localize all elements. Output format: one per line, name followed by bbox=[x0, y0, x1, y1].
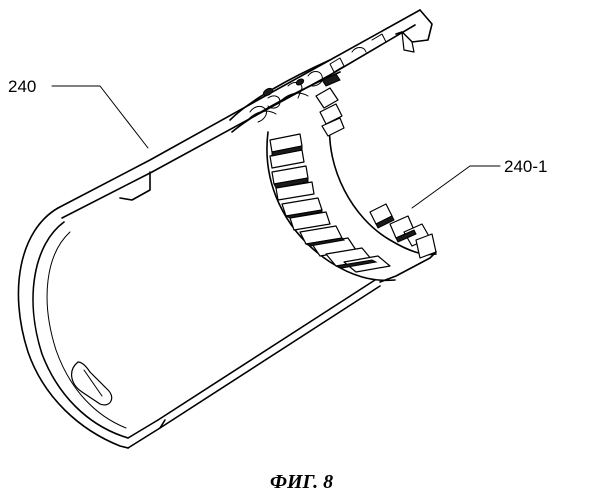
label-240: 240 bbox=[8, 77, 36, 96]
embossed-lettering bbox=[230, 34, 386, 132]
figure-caption: ФИГ. 8 bbox=[270, 471, 333, 493]
half-cylinder-body bbox=[18, 10, 432, 448]
ribbed-inner-ring bbox=[267, 74, 436, 280]
label-240-1: 240-1 bbox=[504, 157, 547, 176]
leader-line-240-1 bbox=[412, 166, 500, 208]
locking-tabs bbox=[370, 204, 436, 282]
leader-line-240 bbox=[52, 86, 148, 148]
